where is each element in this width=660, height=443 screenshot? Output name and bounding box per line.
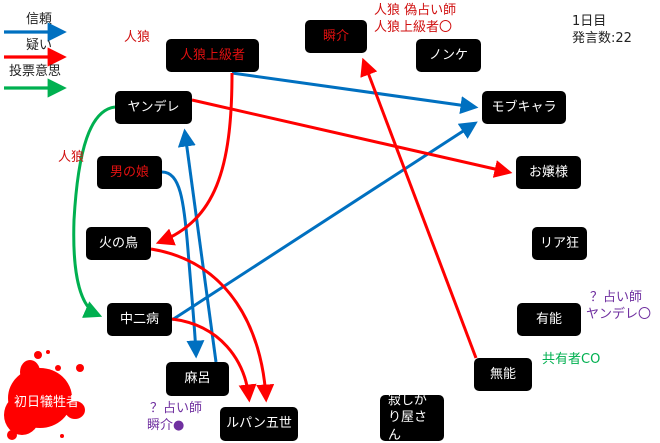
doubt-arrow-hinotori-to-lupin bbox=[150, 247, 275, 403]
trust-arrow-otokonoko-to-maro bbox=[161, 170, 205, 359]
trust-arrow-maro-to-yandere bbox=[177, 128, 218, 363]
annotation-jinro-top: 人狼 bbox=[124, 30, 151, 45]
remark-count: 発言数:22 bbox=[572, 31, 632, 46]
annotation-yuunou-2: ヤンデレ〇 bbox=[586, 307, 652, 322]
trust-arrow-jinro-to-mobu bbox=[231, 71, 479, 115]
doubt-arrow-yandere-to-ojou bbox=[191, 98, 513, 178]
doubt-arrow-munou-to-shunsuke bbox=[360, 57, 478, 359]
day-label: 1日目 bbox=[572, 14, 607, 29]
node-chuunibyou[interactable]: 中二病 bbox=[107, 303, 172, 336]
legend-trust-label: 信頼 bbox=[26, 12, 53, 27]
legend-doubt-label: 疑い bbox=[26, 38, 53, 53]
node-jinro-joukyu[interactable]: 人狼上級者 bbox=[166, 39, 259, 72]
annotation-jinro-left: 人狼 bbox=[58, 150, 85, 165]
node-otokonoko[interactable]: 男の娘 bbox=[97, 156, 162, 189]
node-hinotori[interactable]: 火の鳥 bbox=[86, 227, 151, 260]
annotation-shunsuke-1: 人狼 偽占い師 bbox=[374, 3, 457, 18]
node-ojousama[interactable]: お嬢様 bbox=[516, 156, 581, 189]
blood-splash-icon bbox=[4, 350, 85, 440]
node-maro[interactable]: 麻呂 bbox=[166, 362, 229, 396]
annotation-yuunou-1: ？占い師 bbox=[590, 290, 643, 305]
node-riakyou[interactable]: リア狂 bbox=[532, 227, 587, 260]
node-nonke[interactable]: ノンケ bbox=[416, 39, 481, 72]
vote-arrow-yandere-to-chuuni bbox=[72, 105, 116, 318]
node-munou[interactable]: 無能 bbox=[474, 358, 532, 391]
annotation-maro-2: 瞬介● bbox=[147, 418, 185, 433]
doubt-arrow-chuuni-to-lupin bbox=[171, 317, 257, 403]
node-lupin[interactable]: ルパン五世 bbox=[220, 407, 298, 441]
node-yuunou[interactable]: 有能 bbox=[517, 303, 581, 336]
node-shonichi-giseisha[interactable]: 初日犠牲者 bbox=[13, 395, 79, 411]
annotation-shunsuke-2: 人狼上級者〇 bbox=[374, 20, 453, 35]
node-yandere[interactable]: ヤンデレ bbox=[115, 91, 192, 124]
node-shunsuke[interactable]: 瞬介 bbox=[305, 20, 367, 53]
doubt-arrow-jinro-to-hinotori bbox=[155, 72, 234, 246]
annotation-munou-co: 共有者CO bbox=[542, 352, 601, 367]
annotation-maro-1: ？占い師 bbox=[150, 401, 203, 416]
node-sabishigari[interactable]: 寂しがり屋さん bbox=[380, 393, 444, 443]
node-mobukyara[interactable]: モブキャラ bbox=[482, 91, 566, 124]
legend-vote-label: 投票意思 bbox=[9, 64, 62, 79]
